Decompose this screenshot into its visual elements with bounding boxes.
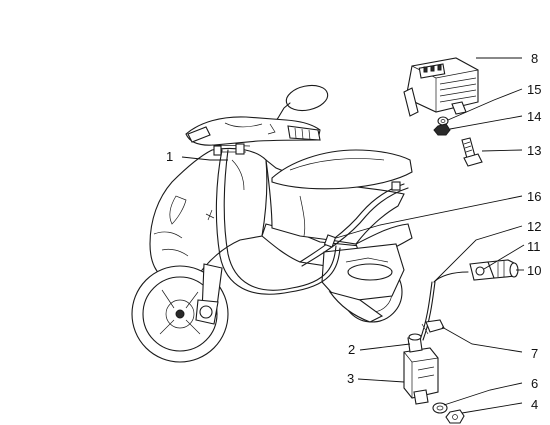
handlebar (185, 116, 321, 146)
callout-2: 2 (348, 342, 355, 357)
callout-10: 10 (527, 263, 541, 278)
callout-3: 3 (347, 371, 354, 386)
callout-11: 11 (527, 239, 541, 254)
callout-labels: 1 2 3 4 6 7 8 10 11 12 13 14 15 16 (166, 51, 541, 412)
washer (437, 116, 449, 126)
callout-8: 8 (531, 51, 538, 66)
scooter-illustration (131, 84, 413, 363)
callout-14: 14 (527, 109, 541, 124)
wiring-harness (205, 143, 409, 295)
ht-lead (419, 281, 433, 341)
callout-12: 12 (527, 219, 541, 234)
front-body (149, 147, 268, 285)
rear-wheel (321, 243, 405, 323)
nut (433, 123, 451, 136)
callout-13: 13 (527, 143, 541, 158)
coil-nut (445, 409, 465, 424)
voltage-regulator (403, 57, 479, 117)
ignition-coil (403, 333, 439, 405)
callout-16: 16 (527, 189, 541, 204)
coil-washer (432, 402, 448, 414)
callout-4: 4 (531, 397, 538, 412)
callout-7: 7 (531, 346, 538, 361)
callout-15: 15 (527, 82, 541, 97)
mirror (271, 84, 329, 127)
callout-6: 6 (531, 376, 538, 391)
screw (461, 137, 483, 167)
front-fork (195, 263, 223, 325)
leader-lines (181, 57, 525, 414)
callout-1: 1 (166, 149, 173, 164)
